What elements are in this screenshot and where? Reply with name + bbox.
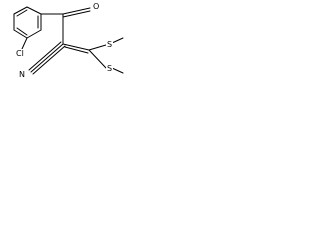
ring-bond: [26, 29, 42, 39]
nitrile-triple-bond: [32, 45, 66, 75]
ring-bond: [26, 6, 42, 15]
s-methyl-upper: [111, 37, 124, 44]
carbonyl-double-bond: [62, 7, 91, 15]
nitrile-triple-bond: [28, 41, 62, 71]
bond-skeleton: [13, 6, 124, 75]
sulfur-atom-label-upper: S: [106, 40, 114, 49]
ring-inner-bond: [16, 9, 28, 17]
oxygen-atom-label: O: [92, 2, 101, 11]
ring-inner-bond: [16, 27, 28, 36]
ring-bond: [13, 6, 28, 15]
chloro-bond: [21, 37, 28, 50]
nitrile-triple-bond: [30, 43, 64, 73]
thio-bond-lower: [88, 49, 107, 69]
chlorine-atom-label: Cl: [15, 49, 25, 58]
thio-bond-upper: [88, 44, 107, 51]
s-methyl-lower: [111, 67, 124, 74]
alkene-double-bond: [62, 43, 90, 51]
ring-bond: [13, 29, 28, 39]
sulfur-atom-label-lower: S: [106, 64, 114, 73]
nitrogen-atom-label: N: [18, 70, 26, 79]
carbonyl-double-bond: [62, 10, 91, 18]
chemical-structure-diagram: O Cl N S S: [0, 0, 124, 82]
alkene-double-bond: [64, 46, 89, 54]
